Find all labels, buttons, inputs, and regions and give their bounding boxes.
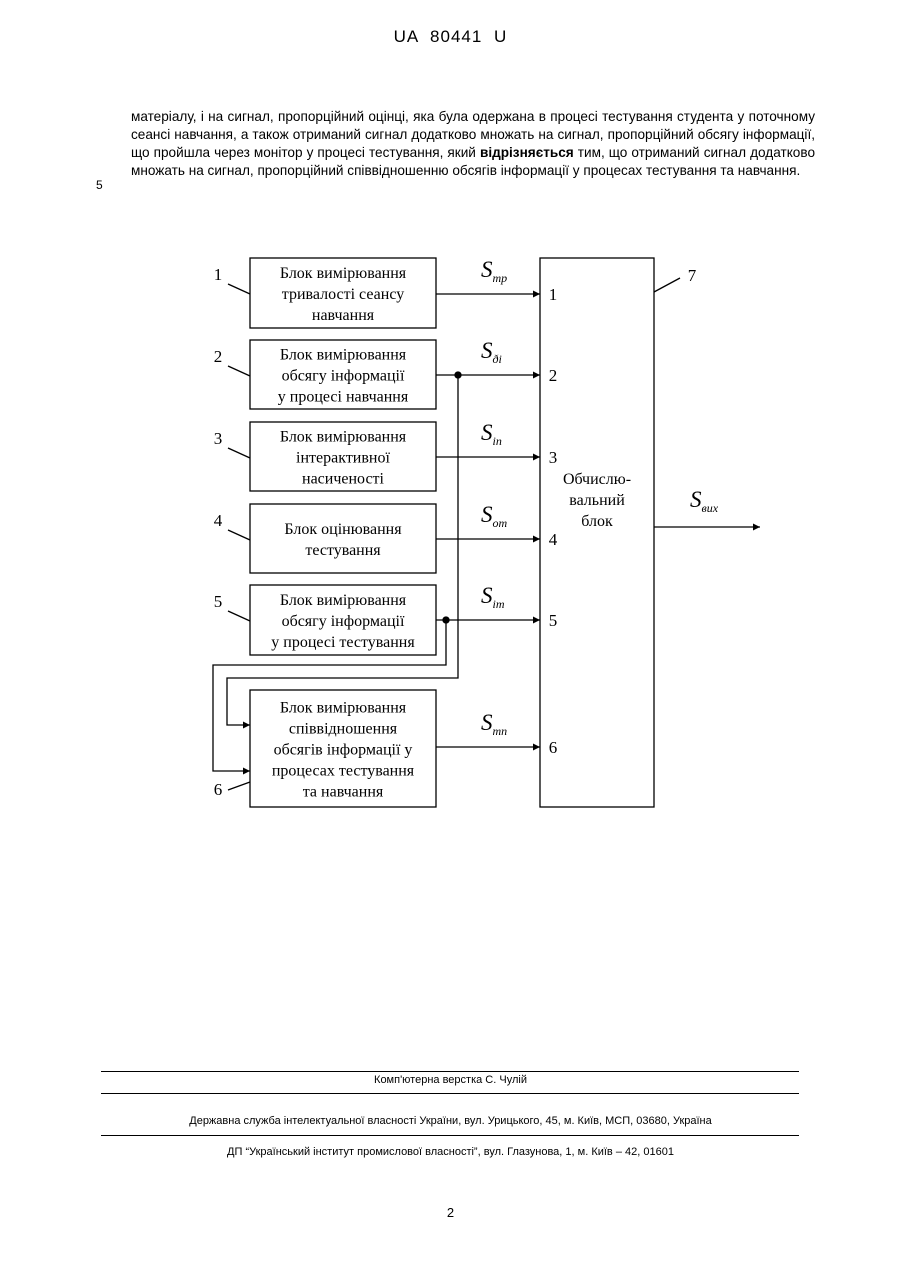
block-1-label: Блок вимірювання [280,265,407,282]
signal-label-3: Sin [481,420,502,448]
institute-address: ДП “Український інститут промислової вла… [0,1146,901,1158]
block-1-number: 1 [214,265,223,284]
ip-service-address: Державна служба інтелектуальної власност… [0,1115,901,1127]
signal-label-6: Sтп [481,710,507,738]
compute-input-6: 6 [549,738,558,757]
block-5-label: обсягу інформації [282,613,405,630]
compute-block-number: 7 [688,266,697,285]
block-3-label: Блок вимірювання [280,429,407,446]
compute-input-3: 3 [549,448,558,467]
block-5-leader [228,611,250,621]
block-2-label: Блок вимірювання [280,347,407,364]
compute-input-4: 4 [549,530,558,549]
compute-block-leader [654,278,680,292]
compute-input-5: 5 [549,611,558,630]
block-4-leader [228,530,250,540]
block-3-label: інтерактивної [296,450,390,467]
compute-block-label: Обчислю- [563,471,631,488]
block-3-number: 3 [214,429,223,448]
block-6-leader [228,782,250,790]
block-6-label: процесах тестування [272,763,415,780]
footer-divider-middle [101,1093,799,1094]
block-5-label: Блок вимірювання [280,592,407,609]
footer-divider-bottom [101,1135,799,1136]
output-signal-label: Sвих [690,487,719,515]
block-3-label: насиченості [302,471,385,488]
block-6-label: співвідношення [289,721,398,738]
signal-label-4: Sот [481,502,508,530]
block-6-label: обсягів інформації у [274,742,413,759]
block-1-label: навчання [312,307,375,324]
block-6-label: та навчання [303,784,384,801]
block-4-number: 4 [214,511,223,530]
compositor-credit: Комп'ютерна верстка С. Чулій [0,1074,901,1086]
block-5-number: 5 [214,592,223,611]
block-3-leader [228,448,250,458]
compute-input-1: 1 [549,285,558,304]
block-4-label: тестування [305,542,381,559]
block-4 [250,504,436,573]
block-2-number: 2 [214,347,223,366]
footer-divider-top [101,1071,799,1072]
compute-block-label: вальний [569,492,625,509]
signal-label-2: Sðі [481,338,502,366]
block-5-label: у процесі тестування [271,634,415,651]
block-4-label: Блок оцінювання [284,521,402,538]
block-1-label: тривалості сеансу [282,286,404,303]
block-6-label: Блок вимірювання [280,700,407,717]
page-number: 2 [0,1205,901,1220]
signal-label-5: Sim [481,583,505,611]
block-2-label: обсягу інформації [282,368,405,385]
block-2-label: у процесі навчання [278,389,409,406]
block-1-leader [228,284,250,294]
block-6-number: 6 [214,780,223,799]
block-2-leader [228,366,250,376]
compute-block-label: блок [581,513,613,530]
signal-label-1: Sтр [481,257,507,285]
compute-input-2: 2 [549,366,558,385]
